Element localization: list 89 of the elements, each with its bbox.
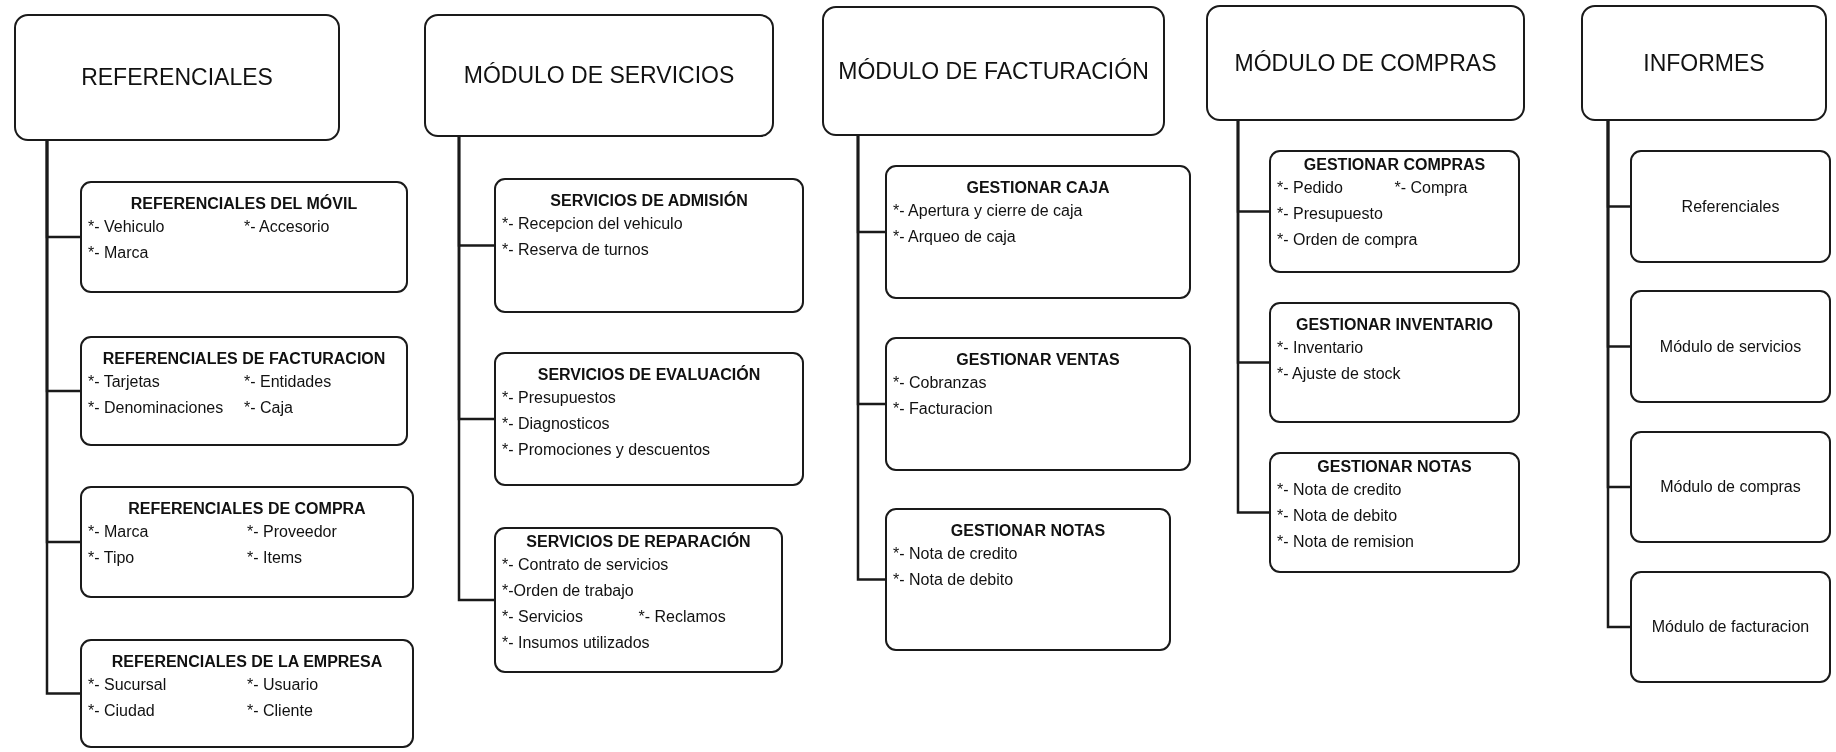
module-heading: MÓDULO DE COMPRAS: [1234, 49, 1497, 77]
list-item: *-Orden de trabajo: [502, 582, 635, 600]
list-item: *- Proveedor: [247, 523, 338, 541]
list-item: *- Nota de credito: [893, 545, 1019, 563]
list-item: *- Marca: [88, 523, 150, 541]
list-item: *- Insumos utilizados: [502, 634, 651, 652]
group-box: [494, 178, 804, 313]
list-item: *- Orden de compra: [1277, 231, 1419, 249]
list-item: *- Usuario: [247, 676, 320, 694]
report-box: [1630, 150, 1831, 263]
list-item: *- Accesorio: [244, 218, 331, 236]
report-label: Módulo de facturacion: [1651, 618, 1810, 636]
group-title: REFERENCIALES DE FACTURACION: [101, 350, 387, 368]
connector-line: [1606, 121, 1630, 629]
group-title: REFERENCIALES DEL MÓVIL: [129, 195, 359, 213]
group-box: [1269, 302, 1520, 423]
list-item: *- Nota de debito: [1277, 507, 1399, 525]
list-item: *- Nota de debito: [893, 571, 1015, 589]
module-box: [1581, 5, 1827, 121]
list-item: *- Cliente: [247, 702, 314, 720]
list-item: *- Reserva de turnos: [502, 241, 650, 259]
list-item: *- Facturacion: [893, 400, 994, 418]
group-title: SERVICIOS DE REPARACIÓN: [525, 533, 752, 551]
group-box: [1269, 452, 1520, 573]
group-box: [494, 352, 804, 486]
list-item: *- Arqueo de caja: [893, 228, 1017, 246]
group-title: SERVICIOS DE EVALUACIÓN: [536, 366, 762, 384]
group-title: SERVICIOS DE ADMISIÓN: [549, 192, 749, 210]
list-item: *- Diagnosticos: [502, 415, 611, 433]
group-box: [80, 486, 414, 598]
list-item: *- Sucursal: [88, 676, 168, 694]
report-label: Módulo de compras: [1660, 478, 1801, 496]
list-item: *- Items: [247, 549, 304, 567]
module-box: [14, 14, 340, 141]
list-item: *- Marca: [88, 244, 150, 262]
list-item: *- Inventario: [1277, 339, 1365, 357]
list-item: *- Denominaciones: [88, 399, 225, 417]
list-item: *- Promociones y descuentos: [502, 441, 712, 459]
group-title: GESTIONAR COMPRAS: [1302, 156, 1487, 174]
group-box: [885, 165, 1191, 299]
module-heading: INFORMES: [1643, 49, 1765, 77]
module-box: [822, 6, 1165, 136]
module-heading: MÓDULO DE FACTURACIÓN: [838, 57, 1149, 85]
list-item: *- Tipo: [88, 549, 136, 567]
list-item: *- Tarjetas: [88, 373, 161, 391]
list-item: *- Servicios: [502, 608, 584, 626]
connector-line: [457, 137, 494, 602]
list-item: *- Nota de credito: [1277, 481, 1403, 499]
report-box: [1630, 571, 1831, 683]
list-item: *- Ajuste de stock: [1277, 365, 1402, 383]
report-label: Módulo de servicios: [1659, 337, 1802, 356]
report-box: [1630, 431, 1831, 543]
module-heading: REFERENCIALES: [81, 64, 273, 91]
list-item: *- Apertura y cierre de caja: [893, 202, 1084, 220]
list-item: *- Contrato de servicios: [502, 556, 670, 574]
group-box: [80, 181, 408, 293]
list-item: *- Cobranzas: [893, 374, 988, 392]
list-item: *- Ciudad: [88, 702, 156, 720]
report-label: Referenciales: [1681, 197, 1780, 216]
report-box: [1630, 290, 1831, 403]
group-title: REFERENCIALES DE COMPRA: [127, 500, 367, 518]
connector-line: [856, 136, 885, 581]
group-box: [494, 527, 783, 673]
group-title: GESTIONAR INVENTARIO: [1294, 316, 1494, 334]
connector-line: [1236, 121, 1269, 514]
list-item: *- Presupuesto: [1277, 205, 1384, 223]
list-item: *- Pedido: [1277, 179, 1344, 197]
group-title: GESTIONAR VENTAS: [955, 351, 1121, 369]
group-title: GESTIONAR NOTAS: [949, 522, 1107, 540]
connector-line: [45, 141, 80, 695]
group-box: [885, 508, 1171, 651]
group-title: GESTIONAR CAJA: [965, 179, 1111, 197]
module-heading: MÓDULO DE SERVICIOS: [463, 62, 735, 89]
list-item: *- Recepcion del vehiculo: [502, 215, 684, 233]
list-item: *- Vehiculo: [88, 218, 166, 236]
list-item: *- Compra: [1394, 179, 1469, 197]
group-box: [1269, 150, 1520, 273]
group-box: [80, 639, 414, 748]
list-item: *- Nota de remision: [1277, 533, 1415, 551]
list-item: *- Presupuestos: [502, 389, 617, 407]
module-box: [424, 14, 774, 137]
list-item: *- Caja: [244, 399, 294, 417]
group-box: [885, 337, 1191, 471]
group-title: GESTIONAR NOTAS: [1316, 458, 1473, 476]
module-box: [1206, 5, 1525, 121]
group-title: REFERENCIALES DE LA EMPRESA: [110, 653, 384, 671]
list-item: *- Reclamos: [638, 608, 727, 626]
group-box: [80, 336, 408, 446]
list-item: *- Entidades: [244, 373, 333, 391]
